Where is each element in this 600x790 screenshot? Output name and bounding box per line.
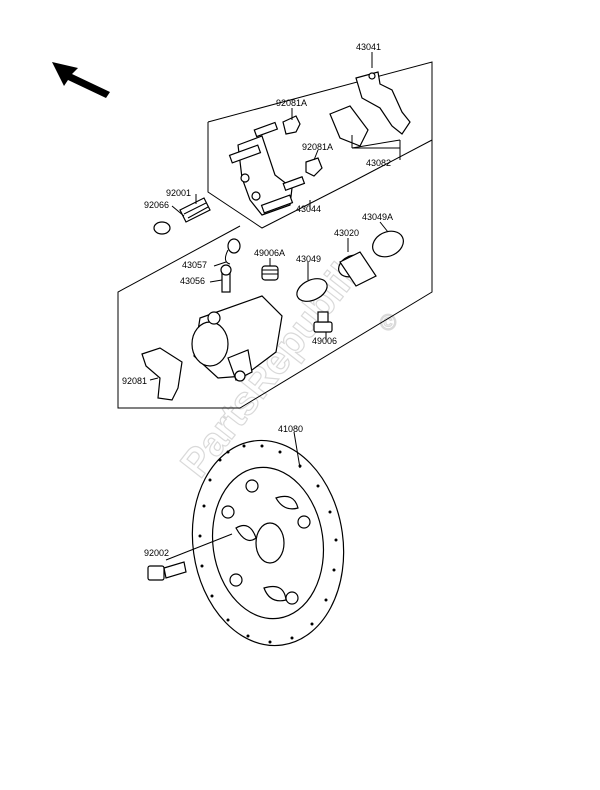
label-43044: 43044 bbox=[296, 204, 321, 214]
label-92002: 92002 bbox=[144, 548, 169, 558]
bleeder-valve bbox=[220, 264, 232, 293]
bolt-49006 bbox=[313, 311, 333, 333]
label-43057: 43057 bbox=[182, 260, 207, 270]
label-49006: 49006 bbox=[312, 336, 337, 346]
piston-seal-43049A bbox=[372, 230, 404, 258]
pad-spring-lower bbox=[305, 157, 323, 177]
label-41080: 41080 bbox=[278, 424, 303, 434]
label-49006A: 49006A bbox=[254, 248, 285, 258]
assembly-outline bbox=[117, 61, 433, 409]
label-43020: 43020 bbox=[334, 228, 359, 238]
caliper-bracket bbox=[228, 121, 306, 216]
bleeder-valve-cap bbox=[224, 238, 241, 265]
label-92066: 92066 bbox=[144, 200, 169, 210]
piston-seal-43049 bbox=[296, 278, 328, 302]
label-92081A-2: 92081A bbox=[302, 142, 333, 152]
label-92081: 92081 bbox=[122, 376, 147, 386]
label-43049A: 43049A bbox=[362, 212, 393, 222]
label-92001: 92001 bbox=[166, 188, 191, 198]
pad-spring-upper bbox=[282, 115, 301, 135]
label-43082: 43082 bbox=[366, 158, 391, 168]
caliper-body bbox=[191, 295, 283, 382]
front-arrow-icon bbox=[52, 62, 110, 98]
disc-bolt bbox=[147, 561, 187, 581]
brake-disc bbox=[191, 439, 345, 647]
leader-lines bbox=[149, 52, 401, 561]
label-43041: 43041 bbox=[356, 42, 381, 52]
bleeder-cap bbox=[153, 221, 171, 235]
label-43056: 43056 bbox=[180, 276, 205, 286]
piston-43020 bbox=[338, 251, 377, 287]
bleeder-bolt bbox=[179, 197, 211, 223]
bracket-outline bbox=[207, 122, 353, 229]
label-92081A-1: 92081A bbox=[276, 98, 307, 108]
pad-spring-92081 bbox=[141, 347, 183, 401]
label-43049: 43049 bbox=[296, 254, 321, 264]
brake-pad-set bbox=[329, 71, 411, 147]
dust-boot-49006A bbox=[261, 265, 279, 281]
